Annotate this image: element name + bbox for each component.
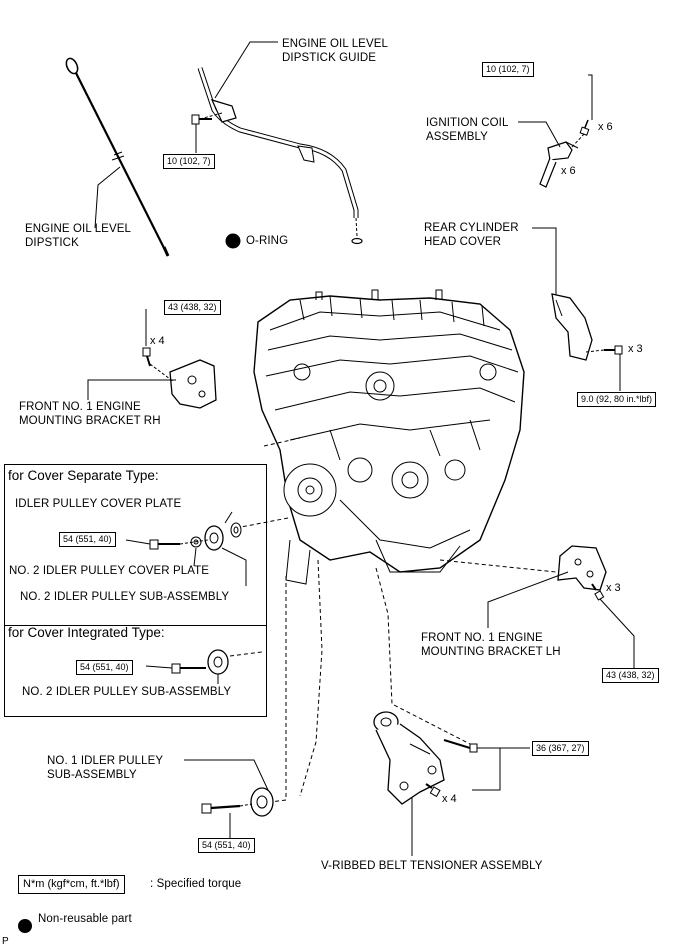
engine-assembly [253, 289, 525, 585]
separate-parts [125, 511, 247, 586]
rear-cover-leader [532, 227, 557, 295]
dipstick-part [65, 57, 170, 257]
non-reusable-marker [18, 919, 32, 933]
dipstick-guide-part [197, 67, 359, 218]
bracket-rh-bolt [142, 309, 151, 367]
torque-bracket-rh: 43 (438, 32) [164, 300, 221, 315]
o-ring-marker [225, 233, 241, 249]
legend-non-reusable: Non-reusable part [38, 913, 132, 925]
o-ring-part [351, 237, 363, 245]
label-no2-cover-plate: NO. 2 IDLER PULLEY COVER PLATE [9, 565, 210, 577]
bracket-lh-bolt [591, 583, 635, 668]
bracket-lh-part [557, 545, 607, 591]
panel-integrated-type [4, 624, 267, 717]
qty-coil: x 6 [561, 165, 576, 177]
label-tensioner: V-RIBBED BELT TENSIONER ASSEMBLY [321, 860, 543, 872]
torque-bracket-lh: 43 (438, 32) [602, 668, 659, 683]
guide-leader [214, 41, 278, 99]
rear-cover-bolt [604, 345, 623, 391]
legend-torque-text: : Specified torque [150, 878, 242, 890]
label-dipstick: ENGINE OIL LEVEL DIPSTICK [25, 223, 131, 249]
label-bracket-lh: FRONT NO. 1 ENGINE MOUNTING BRACKET LH [421, 632, 561, 658]
ignition-coil-part [539, 141, 579, 188]
label-bracket-rh: FRONT NO. 1 ENGINE MOUNTING BRACKET RH [19, 401, 161, 427]
label-no1-idler: NO. 1 IDLER PULLEY SUB-ASSEMBLY [47, 755, 164, 781]
guide-bolt [191, 114, 212, 153]
dipstick-leader [94, 166, 121, 229]
rear-cover-part [551, 293, 593, 361]
torque-rear-cover: 9.0 (92, 80 in.*lbf) [577, 392, 657, 407]
torque-coil: 10 (102, 7) [482, 62, 534, 77]
bracket-rh-leader [87, 379, 176, 400]
bracket-lh-leader [487, 571, 569, 628]
label-idler-cover-plate: IDLER PULLEY COVER PLATE [15, 498, 182, 510]
panel-separate-title: for Cover Separate Type: [8, 468, 159, 483]
bracket-rh-part [169, 359, 217, 409]
label-o-ring: O-RING [246, 235, 289, 247]
qty-coil-bolt: x 6 [598, 121, 613, 133]
tensioner-bolt-long [443, 739, 530, 791]
no1-idler-part [184, 759, 274, 838]
label-dipstick-guide: ENGINE OIL LEVEL DIPSTICK GUIDE [282, 38, 388, 64]
torque-guide: 10 (102, 7) [163, 154, 215, 169]
qty-rh-bolt: x 4 [150, 335, 165, 347]
qty-rear-bolt: x 3 [628, 343, 643, 355]
torque-tensioner: 36 (367, 27) [532, 741, 589, 756]
torque-no2-separate: 54 (551, 40) [59, 532, 116, 547]
panel-separate-type [4, 464, 267, 626]
legend-torque-box: N*m (kgf*cm, ft.*lbf) [18, 875, 125, 894]
torque-no2-integrated: 54 (551, 40) [76, 660, 133, 675]
label-no2-idler-separate: NO. 2 IDLER PULLEY SUB-ASSEMBLY [20, 591, 230, 603]
coil-bolt [579, 74, 593, 136]
integrated-parts [145, 649, 229, 684]
label-rear-cover: REAR CYLINDER HEAD COVER [424, 222, 519, 248]
panel-integrated-title: for Cover Integrated Type: [8, 625, 165, 640]
coil-leader [518, 121, 561, 148]
tensioner-bolt-short [425, 783, 441, 798]
qty-lh-bolt: x 3 [606, 582, 621, 594]
torque-no1-idler: 54 (551, 40) [198, 838, 255, 853]
label-no2-idler-integrated: NO. 2 IDLER PULLEY SUB-ASSEMBLY [22, 686, 232, 698]
footer-code: P [2, 936, 9, 947]
qty-tensioner-bolt: x 4 [442, 793, 457, 805]
label-ignition-coil: IGNITION COIL ASSEMBLY [426, 117, 509, 143]
